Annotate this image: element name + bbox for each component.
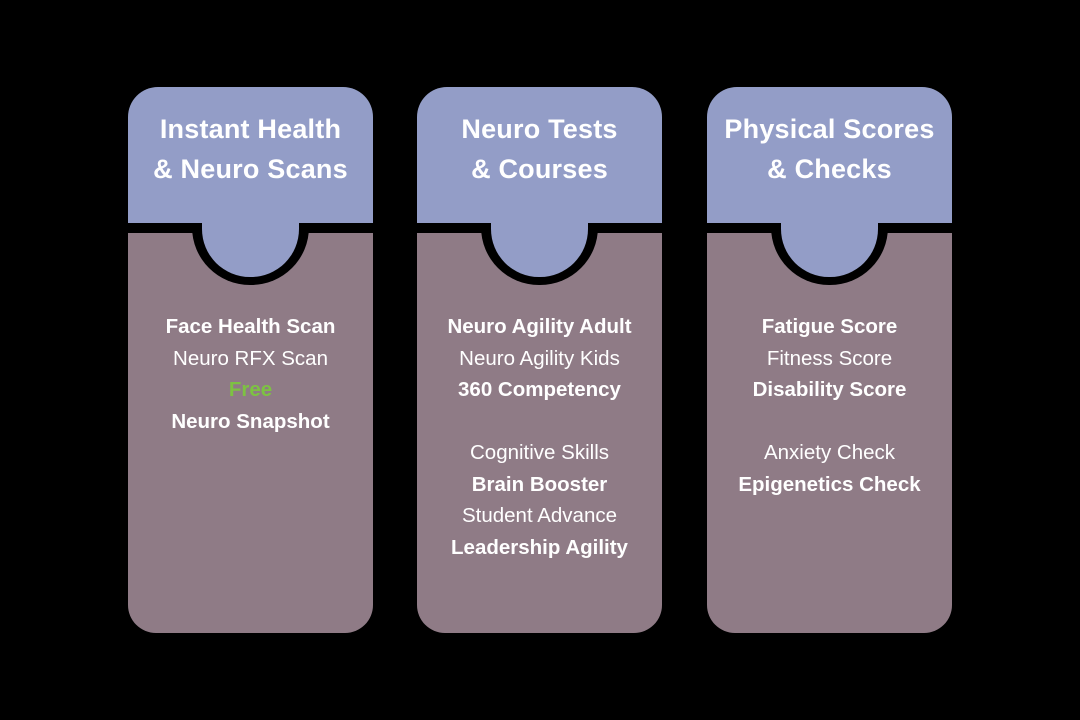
list-item: Student Advance xyxy=(461,504,617,527)
card-header xyxy=(417,87,662,223)
card-title-line: Instant Health xyxy=(159,114,342,144)
card-title: Physical Scores & Checks xyxy=(707,109,952,189)
card-title-line: & Courses xyxy=(471,154,608,184)
card-header xyxy=(707,87,952,223)
card-body xyxy=(417,233,662,633)
list-item: Epigenetics Check xyxy=(738,472,921,496)
list-item: Neuro Agility Adult xyxy=(447,315,632,338)
list-item: 360 Competency xyxy=(458,378,621,401)
list-item: Cognitive Skills xyxy=(470,441,609,464)
card-body xyxy=(128,233,373,633)
list-item: Brain Booster xyxy=(471,472,608,496)
card-title: Neuro Tests & Courses xyxy=(417,109,662,189)
list-item: Neuro Agility Kids xyxy=(459,346,620,370)
list-item: Fatigue Score xyxy=(761,315,898,338)
card-body xyxy=(707,233,952,633)
card-title: Instant Health & Neuro Scans xyxy=(128,109,373,189)
card-title-line: & Neuro Scans xyxy=(153,154,348,184)
card-header xyxy=(128,87,373,223)
card-title-line: Physical Scores xyxy=(724,114,935,144)
list-item: Anxiety Check xyxy=(763,441,896,464)
list-item: Fitness Score xyxy=(766,346,893,370)
list-item: Neuro RFX Scan xyxy=(173,346,328,370)
list-item: Disability Score xyxy=(752,378,907,401)
card-title-line: Neuro Tests xyxy=(461,114,618,144)
list-item: Face Health Scan xyxy=(165,315,336,338)
list-item: Leadership Agility xyxy=(451,535,628,559)
card-title-line: & Checks xyxy=(767,154,892,184)
list-item: Neuro Snapshot xyxy=(171,409,330,433)
free-badge: Free xyxy=(228,378,273,401)
